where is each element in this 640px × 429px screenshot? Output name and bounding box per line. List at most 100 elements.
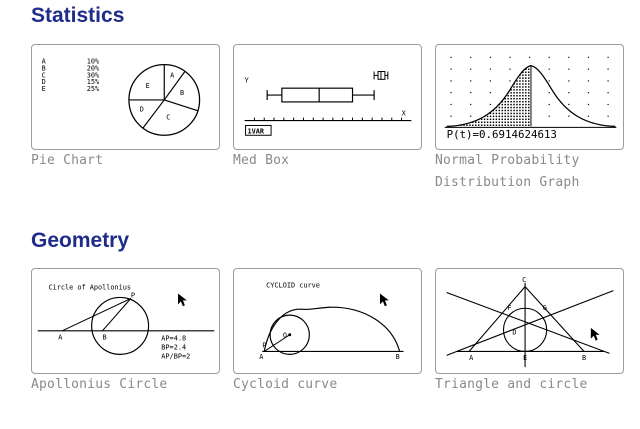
point-label: E bbox=[523, 354, 527, 362]
grid-dot bbox=[548, 103, 550, 106]
normal-distribution-thumbnail[interactable]: P(t)=0.6914624613 bbox=[435, 44, 624, 150]
grid-dot bbox=[470, 56, 472, 58]
grid-dot bbox=[548, 92, 550, 94]
caption-line: Distribution Graph bbox=[435, 175, 580, 190]
normal-distribution-screen: P(t)=0.6914624613 bbox=[444, 56, 617, 141]
cycloid-screen: CYCLOID curve A B P O bbox=[259, 282, 404, 361]
caption-pie-chart: Pie Chart bbox=[31, 153, 104, 168]
grid-dot bbox=[568, 56, 570, 58]
grid-dot bbox=[489, 103, 491, 106]
grid-dot bbox=[568, 92, 570, 94]
grid-dot bbox=[607, 103, 609, 106]
caption-line: Normal Probability bbox=[435, 153, 580, 168]
grid-dot bbox=[587, 56, 590, 58]
grid-dot bbox=[587, 103, 590, 106]
caption-normal-probability: Normal Probability Distribution Graph bbox=[435, 150, 625, 194]
grid-dot bbox=[587, 92, 590, 94]
section-title-geometry: Geometry bbox=[31, 229, 130, 252]
grid-dot bbox=[568, 103, 570, 106]
menu-1var-label: 1VAR bbox=[248, 127, 265, 135]
apollonius-circle-thumbnail[interactable]: Circle of Apollonius A B P AP=4.8 BP=2.4… bbox=[31, 268, 220, 374]
apollonius-screen: Circle of Apollonius A B P AP=4.8 BP=2.4… bbox=[37, 284, 215, 360]
med-box-screen: Y X bbox=[244, 71, 412, 136]
point-label: P bbox=[131, 291, 135, 299]
grid-dot bbox=[587, 68, 590, 70]
pie-table-label: C bbox=[42, 71, 46, 79]
section-title-statistics: Statistics bbox=[31, 4, 125, 27]
ratio-readout: BP=2.4 bbox=[161, 343, 186, 351]
ratio-readout: AP/BP=2 bbox=[161, 352, 190, 360]
grid-dot bbox=[470, 80, 472, 82]
menu-1var-button bbox=[245, 124, 272, 136]
cycloid-curve-thumbnail[interactable]: CYCLOID curve A B P O bbox=[233, 268, 422, 374]
grid-dot bbox=[548, 56, 550, 58]
rolling-circle bbox=[269, 314, 310, 355]
pie-table-label: B bbox=[42, 65, 46, 73]
grid-dot bbox=[450, 115, 452, 117]
point-label: O bbox=[283, 332, 287, 340]
point-label: D bbox=[512, 329, 516, 337]
caption-apollonius-circle: Apollonius Circle bbox=[31, 377, 168, 392]
point-label: B bbox=[582, 354, 586, 362]
point-label: A bbox=[58, 334, 62, 342]
grid-dot bbox=[607, 115, 609, 117]
pie-slice-label: D bbox=[140, 106, 144, 114]
box-plot-icon bbox=[373, 71, 389, 80]
cycloid-arc bbox=[263, 306, 401, 352]
y-axis-label: Y bbox=[245, 76, 249, 84]
cursor-arrow-icon bbox=[177, 293, 187, 307]
point-label: C bbox=[522, 276, 526, 284]
grid-dot bbox=[509, 80, 511, 82]
grid-dot bbox=[548, 115, 550, 117]
cursor-arrow-icon bbox=[590, 327, 600, 341]
incircle bbox=[502, 307, 548, 352]
x-axis-label: X bbox=[402, 110, 407, 118]
grid-dot bbox=[489, 92, 491, 94]
grid-dot bbox=[607, 92, 609, 94]
caption-triangle-circle: Triangle and circle bbox=[435, 377, 588, 392]
caption-cycloid-curve: Cycloid curve bbox=[233, 377, 338, 392]
point-label: A bbox=[259, 353, 263, 361]
grid-dot bbox=[568, 68, 570, 70]
grid-dot bbox=[450, 68, 452, 70]
grid-dot bbox=[489, 56, 491, 58]
shaded-probability-area bbox=[446, 65, 531, 127]
grid-dot bbox=[470, 103, 472, 106]
point-label: P bbox=[262, 341, 266, 349]
screen-title: Circle of Apollonius bbox=[48, 284, 131, 292]
pie-table-value: 10% bbox=[87, 58, 100, 66]
grid-dot bbox=[470, 92, 472, 94]
grid-dot bbox=[607, 56, 609, 58]
grid-dot bbox=[489, 68, 491, 70]
triangle-circle-screen: A B C D E F G bbox=[446, 276, 614, 368]
grid-dot bbox=[470, 68, 472, 70]
pie-chart-thumbnail[interactable]: A B C D E 10% 20% 30% 15% 25% A B C D E bbox=[31, 44, 220, 150]
point-label: G bbox=[543, 304, 547, 312]
grid-dot bbox=[450, 56, 452, 58]
pie-slice-label: E bbox=[146, 82, 150, 90]
point-label: A bbox=[469, 354, 473, 362]
ratio-readout: AP=4.8 bbox=[161, 335, 186, 343]
pie-table-value: 30% bbox=[87, 71, 100, 79]
point-label: B bbox=[396, 353, 400, 361]
grid-dot bbox=[568, 80, 570, 82]
pie-table-label: E bbox=[42, 85, 46, 93]
grid-dot bbox=[450, 92, 452, 94]
grid-dot bbox=[529, 56, 531, 58]
triangle-circle-thumbnail[interactable]: A B C D E F G bbox=[435, 268, 624, 374]
pie-table-label: A bbox=[42, 58, 46, 66]
cursor-arrow-icon bbox=[379, 293, 389, 307]
pie-chart-screen: A B C D E 10% 20% 30% 15% 25% A B C D E bbox=[42, 58, 201, 136]
grid-dot bbox=[548, 80, 550, 82]
pie-table-value: 20% bbox=[87, 65, 100, 73]
grid-dot bbox=[470, 115, 472, 117]
probability-readout: P(t)=0.6914624613 bbox=[447, 128, 557, 141]
screen-title: CYCLOID curve bbox=[266, 282, 320, 290]
grid-dot bbox=[509, 56, 511, 58]
med-box-thumbnail[interactable]: Y X bbox=[233, 44, 422, 150]
point-label: F bbox=[507, 304, 511, 312]
pie-slice-label: A bbox=[170, 71, 174, 79]
grid-dot bbox=[489, 80, 491, 82]
grid-dot bbox=[450, 80, 452, 82]
grid-dot bbox=[450, 103, 452, 106]
